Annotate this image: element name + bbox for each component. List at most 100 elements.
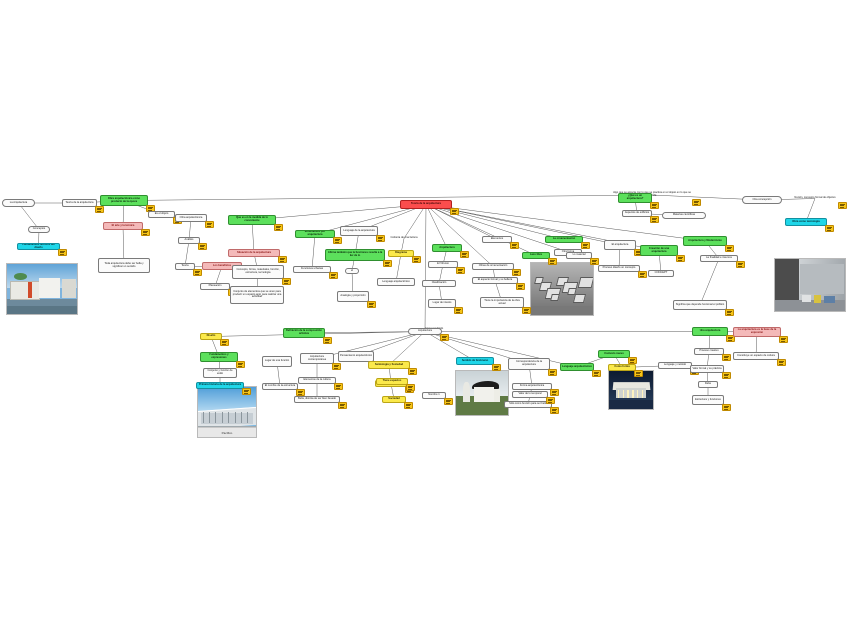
concept-node[interactable]: Conjunto de elementos que se unen para p…: [230, 286, 284, 304]
resource-list-icon[interactable]: [444, 398, 453, 405]
concept-node[interactable]: Lenguaje y método: [658, 362, 692, 369]
concept-node[interactable]: Situación de la arquitectura: [228, 249, 280, 257]
concept-node[interactable]: Nombre 1: [422, 392, 446, 399]
concept-node[interactable]: Semiología y Sociedad: [368, 361, 410, 369]
concept-node[interactable]: Aspectos de edificios: [622, 210, 652, 217]
resource-list-icon[interactable]: [736, 261, 745, 268]
resource-list-icon[interactable]: [334, 383, 343, 390]
resource-list-icon[interactable]: [329, 272, 338, 279]
resource-list-icon[interactable]: [546, 397, 555, 404]
concept-node[interactable]: Valor formal y su práctica: [690, 365, 724, 373]
concept-node[interactable]: Lazo libre: [522, 252, 550, 259]
resource-list-icon[interactable]: [779, 336, 788, 343]
concept-node[interactable]: Analogía y proporción: [337, 291, 369, 302]
concept-node[interactable]: Significa que depende funcional el públi…: [673, 300, 727, 310]
resource-list-icon[interactable]: [692, 199, 701, 206]
resource-list-icon[interactable]: [367, 301, 376, 308]
resource-list-icon[interactable]: [638, 271, 647, 278]
resource-list-icon[interactable]: [590, 258, 599, 265]
photo-aerial-model-bw[interactable]: [530, 262, 594, 316]
concept-node[interactable]: Otra concepción: [742, 196, 782, 204]
resource-list-icon[interactable]: [404, 402, 413, 409]
resource-list-icon[interactable]: [412, 256, 421, 263]
resource-list-icon[interactable]: [440, 334, 449, 341]
photo-pavilion-reflecting-pool[interactable]: [6, 263, 78, 315]
resource-list-icon[interactable]: [242, 388, 251, 395]
concept-node[interactable]: Entendemos por arquitectura: [295, 230, 335, 238]
resource-list-icon[interactable]: [338, 402, 347, 409]
resource-list-icon[interactable]: [193, 269, 202, 276]
resource-list-icon[interactable]: [408, 368, 417, 375]
resource-list-icon[interactable]: [581, 242, 590, 249]
concept-node[interactable]: Lenguaje arquitectónico: [560, 363, 594, 371]
resource-list-icon[interactable]: [510, 242, 519, 249]
concept-node[interactable]: Conjunto y función de estilo: [203, 368, 237, 378]
resource-list-icon[interactable]: [522, 307, 531, 314]
concept-node[interactable]: Arquitectura y Modernismo: [683, 236, 727, 246]
concept-node[interactable]: Constituye un espacio de cultura: [733, 352, 779, 360]
resource-list-icon[interactable]: [628, 357, 637, 364]
resource-list-icon[interactable]: [278, 256, 287, 263]
resource-list-icon[interactable]: [492, 364, 501, 371]
resource-list-icon[interactable]: [634, 370, 643, 377]
concept-node[interactable]: Es el objeto: [148, 211, 175, 218]
concept-node[interactable]: Concepto, forma, materiales, función, es…: [232, 265, 284, 279]
resource-list-icon[interactable]: [236, 361, 245, 368]
concept-node[interactable]: ¿Qué es un arquitectura?: [618, 193, 652, 203]
concept-node[interactable]: Arquitectura: [432, 244, 462, 252]
resource-list-icon[interactable]: [95, 206, 104, 213]
concept-node[interactable]: Teoría de la arquitectura: [62, 199, 97, 207]
resource-list-icon[interactable]: [548, 369, 557, 376]
concept-node[interactable]: Definición de la composición artística: [283, 328, 325, 338]
resource-list-icon[interactable]: [548, 258, 557, 265]
concept-node[interactable]: Tiene espacios: [376, 378, 408, 385]
concept-node[interactable]: Lenguaje de la arquitectura: [340, 226, 378, 236]
concept-node[interactable]: Obra arquitectónica: [175, 214, 207, 222]
concept-node[interactable]: Teoría de la arquitectura: [400, 200, 452, 209]
concept-node[interactable]: Teoría: [175, 263, 195, 270]
resource-list-icon[interactable]: [383, 260, 392, 267]
resource-list-icon[interactable]: [512, 269, 521, 276]
concept-node[interactable]: El Vitruvio: [428, 261, 458, 268]
concept-node[interactable]: Proceso diseño un concepto: [598, 265, 640, 272]
concept-node[interactable]: Arquitectura: [408, 328, 442, 335]
concept-node[interactable]: Obra arquitectónica como producto de la …: [100, 195, 148, 206]
concept-node[interactable]: Una arquitectura: [692, 327, 728, 336]
resource-list-icon[interactable]: [726, 335, 735, 342]
concept-node[interactable]: Elementos de la cultura: [298, 377, 336, 384]
photo-ronchamp-chapel[interactable]: [455, 370, 509, 416]
concept-node[interactable]: La arquitectura es la base de la expresi…: [733, 327, 781, 337]
concept-node[interactable]: Fundamentos y expresiones: [200, 352, 238, 362]
concept-node[interactable]: Funciones urbanas: [293, 266, 331, 273]
concept-node[interactable]: El arquitectura: [604, 240, 636, 250]
resource-list-icon[interactable]: [456, 267, 465, 274]
concept-node[interactable]: Conceptos: [28, 226, 50, 233]
resource-list-icon[interactable]: [296, 389, 305, 396]
concept-node[interactable]: Tiene la importancia de la obra actual: [480, 297, 524, 308]
resource-list-icon[interactable]: [650, 202, 659, 209]
concept-node[interactable]: Materias científicas: [662, 212, 706, 219]
concept-node[interactable]: El arte y la técnica: [103, 222, 143, 230]
resource-list-icon[interactable]: [725, 245, 734, 252]
resource-list-icon[interactable]: [676, 255, 685, 262]
concept-node[interactable]: Obras de ornamentación: [472, 263, 514, 270]
concept-node[interactable]: Lugar de interés: [428, 299, 456, 308]
resource-list-icon[interactable]: [722, 354, 731, 361]
concept-node[interactable]: Lugar de una función: [262, 356, 292, 367]
concept-node[interactable]: Obra como tecnología: [785, 218, 827, 226]
concept-node[interactable]: Proceso creativo: [694, 348, 724, 355]
resource-list-icon[interactable]: [722, 404, 731, 411]
concept-node[interactable]: Sólo como función para ser bella: [504, 401, 552, 408]
concept-node[interactable]: Arquitectura contemporánea: [300, 353, 334, 364]
resource-list-icon[interactable]: [58, 249, 67, 256]
concept-node[interactable]: Que es en la medida de lo conveniente: [228, 215, 276, 225]
resource-list-icon[interactable]: [722, 372, 731, 379]
resource-list-icon[interactable]: [454, 307, 463, 314]
concept-node[interactable]: Estructura y funciones: [692, 395, 724, 405]
concept-node[interactable]: Como forma: [608, 364, 636, 371]
concept-node[interactable]: Diseño: [200, 333, 222, 340]
concept-node[interactable]: Forma arquitectónica: [512, 383, 552, 390]
resource-list-icon[interactable]: [376, 235, 385, 242]
concept-node[interactable]: La Arquitectura: [2, 199, 35, 207]
